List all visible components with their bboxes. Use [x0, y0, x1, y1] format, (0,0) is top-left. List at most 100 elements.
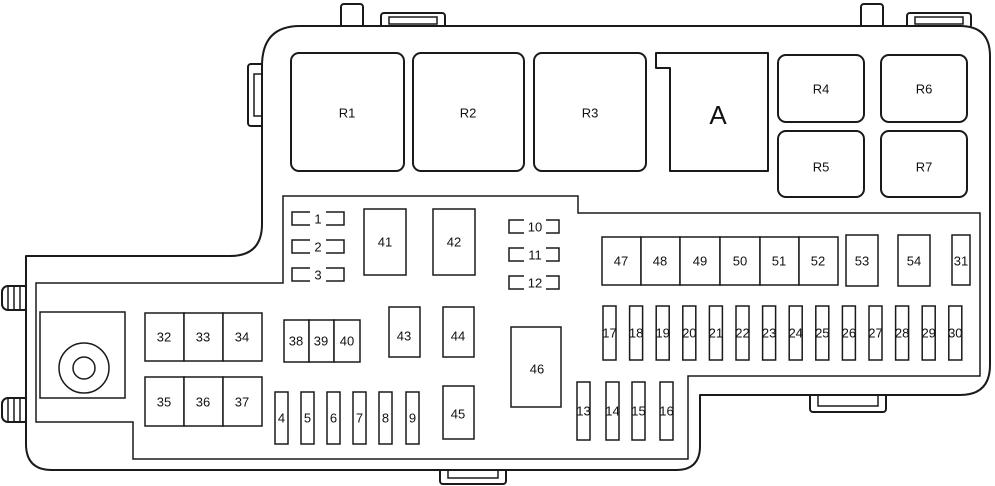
- fuse-35: 35: [144, 376, 185, 427]
- fuse-18-label: 18: [629, 326, 643, 341]
- fuse-41-label: 41: [378, 235, 392, 250]
- fuse-8-label: 8: [382, 411, 389, 426]
- fuse-2-label: 2: [314, 240, 321, 255]
- fuse-6-label: 6: [330, 411, 337, 426]
- fuse-28-label: 28: [895, 326, 909, 341]
- relay-r2: R2: [412, 52, 525, 172]
- fuse-39-label: 39: [314, 334, 328, 349]
- relay-r6: R6: [880, 54, 968, 123]
- fuse-20-body: [682, 305, 697, 361]
- fuse-27-body: [868, 305, 883, 361]
- fuse-44-label: 44: [451, 329, 465, 344]
- fuse-44: 44: [442, 306, 475, 358]
- fuse-11: 11: [508, 246, 560, 263]
- fuse-6: 6: [326, 391, 341, 445]
- fuse-12: 12: [508, 274, 560, 291]
- fuse-19: 19: [655, 305, 670, 361]
- inner-tray: [35, 195, 981, 460]
- bolt-studs: [1, 285, 31, 423]
- fuse-18: 18: [628, 305, 644, 361]
- relay-r1: R1: [290, 52, 405, 172]
- fuse-37-label: 37: [235, 395, 249, 410]
- fuse-39: 39: [308, 319, 335, 363]
- fuse-42-label: 42: [447, 235, 461, 250]
- fuse-33-label: 33: [196, 330, 210, 345]
- fuse-5-body: [300, 391, 315, 445]
- fuse-3-label: 3: [314, 268, 321, 283]
- fuse-29: 29: [921, 305, 936, 361]
- fuse-51: 51: [759, 236, 800, 286]
- fuse-1-label: 1: [314, 212, 321, 227]
- fuse-24: 24: [788, 305, 803, 361]
- fuse-6-body: [326, 391, 341, 445]
- fuse-22: 22: [735, 305, 750, 361]
- fuse-30: 30: [948, 305, 963, 361]
- top-clips: [340, 3, 972, 29]
- fuse-51-label: 51: [772, 254, 786, 269]
- fuse-22-body: [735, 305, 750, 361]
- fuse-7-label: 7: [356, 411, 363, 426]
- fuse-29-body: [921, 305, 936, 361]
- fuse-32-label: 32: [157, 330, 171, 345]
- fuse-53: 53: [845, 234, 879, 287]
- fuse-23-label: 23: [762, 326, 776, 341]
- fuse-9-body: [405, 391, 420, 445]
- relay-r5-label: R5: [813, 160, 830, 175]
- fuse-50: 50: [719, 236, 761, 286]
- fuse-5: 5: [300, 391, 315, 445]
- fuse-28-body: [894, 305, 910, 361]
- relay-r4-label: R4: [813, 82, 830, 97]
- fuse-17-body: [602, 305, 617, 361]
- fuse-21-label: 21: [709, 326, 723, 341]
- fuse-29-label: 29: [921, 326, 935, 341]
- fuse-43: 43: [388, 306, 421, 358]
- fuse-48: 48: [640, 236, 681, 286]
- fuse-46-label: 46: [530, 362, 544, 377]
- fuse-4-body: [274, 391, 289, 445]
- fuse-33: 33: [183, 312, 224, 362]
- fuse-9-label: 9: [409, 411, 416, 426]
- relay-r6-label: R6: [916, 82, 933, 97]
- fuse-14-label: 14: [605, 404, 619, 419]
- fuse-19-label: 19: [655, 326, 669, 341]
- fuse-27-label: 27: [868, 326, 882, 341]
- fuse-31: 31: [951, 234, 971, 286]
- fuse-1: 1: [291, 210, 345, 227]
- fuse-5-label: 5: [304, 411, 311, 426]
- fuse-15-label: 15: [631, 404, 645, 419]
- fuse-3: 3: [291, 266, 345, 283]
- fuse-45-label: 45: [451, 407, 465, 422]
- fuse-28: 28: [894, 305, 910, 361]
- fuse-24-body: [788, 305, 803, 361]
- fuse-23: 23: [761, 305, 777, 361]
- fuse-52: 52: [798, 236, 839, 286]
- fuse-11-label: 11: [528, 248, 542, 263]
- fuse-41: 41: [363, 208, 407, 276]
- fuse-53-label: 53: [855, 254, 869, 269]
- relay-r3-label: R3: [582, 106, 599, 121]
- fuse-4-label: 4: [278, 411, 285, 426]
- fuse-38-label: 38: [289, 334, 303, 349]
- fuse-35-label: 35: [157, 395, 171, 410]
- fuse-36-label: 36: [196, 395, 210, 410]
- fuse-42: 42: [432, 208, 476, 276]
- fuse-43-label: 43: [397, 329, 411, 344]
- fuse-19-body: [655, 305, 670, 361]
- fuse-21-body: [708, 305, 724, 361]
- fuse-16-body: [659, 381, 674, 441]
- fuse-48-label: 48: [653, 254, 667, 269]
- fuse-45: 45: [442, 385, 475, 440]
- fuse-10-label: 10: [528, 220, 542, 235]
- fuse-47-label: 47: [614, 254, 628, 269]
- fuse-16: 16: [659, 381, 674, 441]
- fuse-54-label: 54: [907, 254, 921, 269]
- fuse-38: 38: [283, 319, 310, 363]
- fuse-24-label: 24: [788, 326, 802, 341]
- fuse-7-body: [352, 391, 367, 445]
- fuse-2: 2: [291, 238, 345, 255]
- fuse-49-label: 49: [693, 254, 707, 269]
- fuse-21: 21: [708, 305, 724, 361]
- fuse-15: 15: [631, 381, 646, 441]
